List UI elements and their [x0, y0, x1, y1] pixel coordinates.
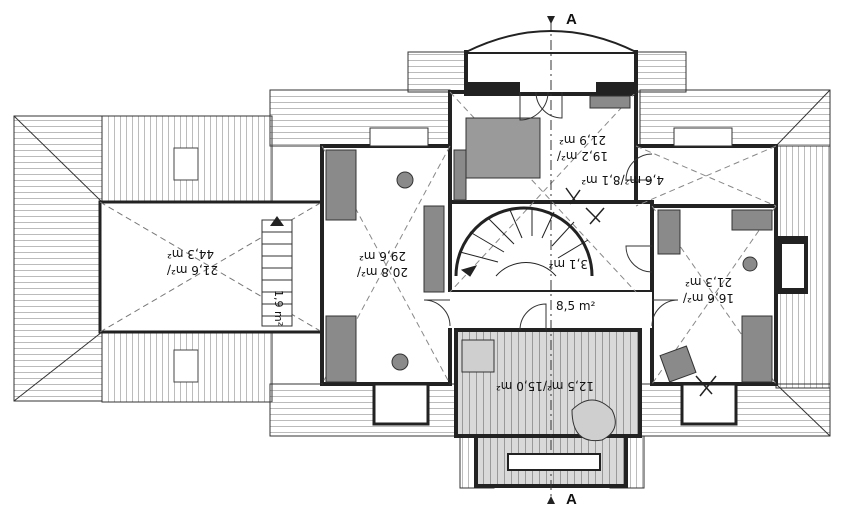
area-left-attic-line2: 44,3 m² — [167, 247, 214, 261]
dresser — [589, 95, 631, 109]
area-left-attic-line1: 21,6 m²/ — [166, 263, 218, 277]
skylight-top-left — [173, 147, 199, 181]
attic-stair — [261, 216, 293, 327]
bathtub — [571, 399, 616, 442]
chair-bottom — [391, 353, 409, 371]
chair-right — [742, 256, 758, 272]
skylight-bottom-left — [173, 349, 199, 383]
armchair — [659, 345, 697, 383]
shower — [461, 339, 495, 373]
plant-icon — [565, 187, 717, 397]
area-hall-line1: 20,8 m²/ — [356, 265, 408, 279]
area-right-small: 4,6 m²/8,1 m² — [581, 173, 664, 187]
double-bed — [465, 117, 541, 179]
desk-right — [657, 209, 681, 255]
desk-corner — [731, 209, 773, 231]
bed-hall-bottom — [325, 315, 357, 383]
area-bedroom-line2: 21,9 m² — [559, 133, 606, 147]
area-hall-line2: 29,6 m² — [359, 249, 406, 263]
wardrobe-bedroom — [453, 149, 467, 201]
bed-right — [741, 315, 773, 383]
roof-hall-bottom — [269, 383, 461, 437]
section-line — [547, 16, 555, 504]
chair-top — [396, 171, 414, 189]
area-staircase: 3,1 m² — [548, 257, 588, 271]
section-marker-top: A — [566, 11, 577, 28]
wardrobe-hall — [423, 205, 445, 293]
furniture — [325, 95, 773, 442]
area-bedroom-line1: 19,2 m²/ — [556, 149, 608, 163]
area-stair-note: 1,9 m² — [272, 290, 285, 326]
area-right-bedroom-line1: 16,6 m²/ — [682, 291, 734, 305]
spiral-staircase — [454, 206, 594, 277]
windows — [369, 82, 808, 471]
doors — [423, 91, 679, 331]
section-marker-bottom: A — [566, 491, 577, 508]
area-right-bedroom-line2: 21,3 m² — [685, 275, 732, 289]
roof-hall-top — [269, 51, 467, 147]
area-bathroom: 12,5 m²/15,0 m² — [496, 379, 594, 393]
bed-hall-top — [325, 149, 357, 221]
area-landing: 8,5 m² — [556, 299, 596, 313]
